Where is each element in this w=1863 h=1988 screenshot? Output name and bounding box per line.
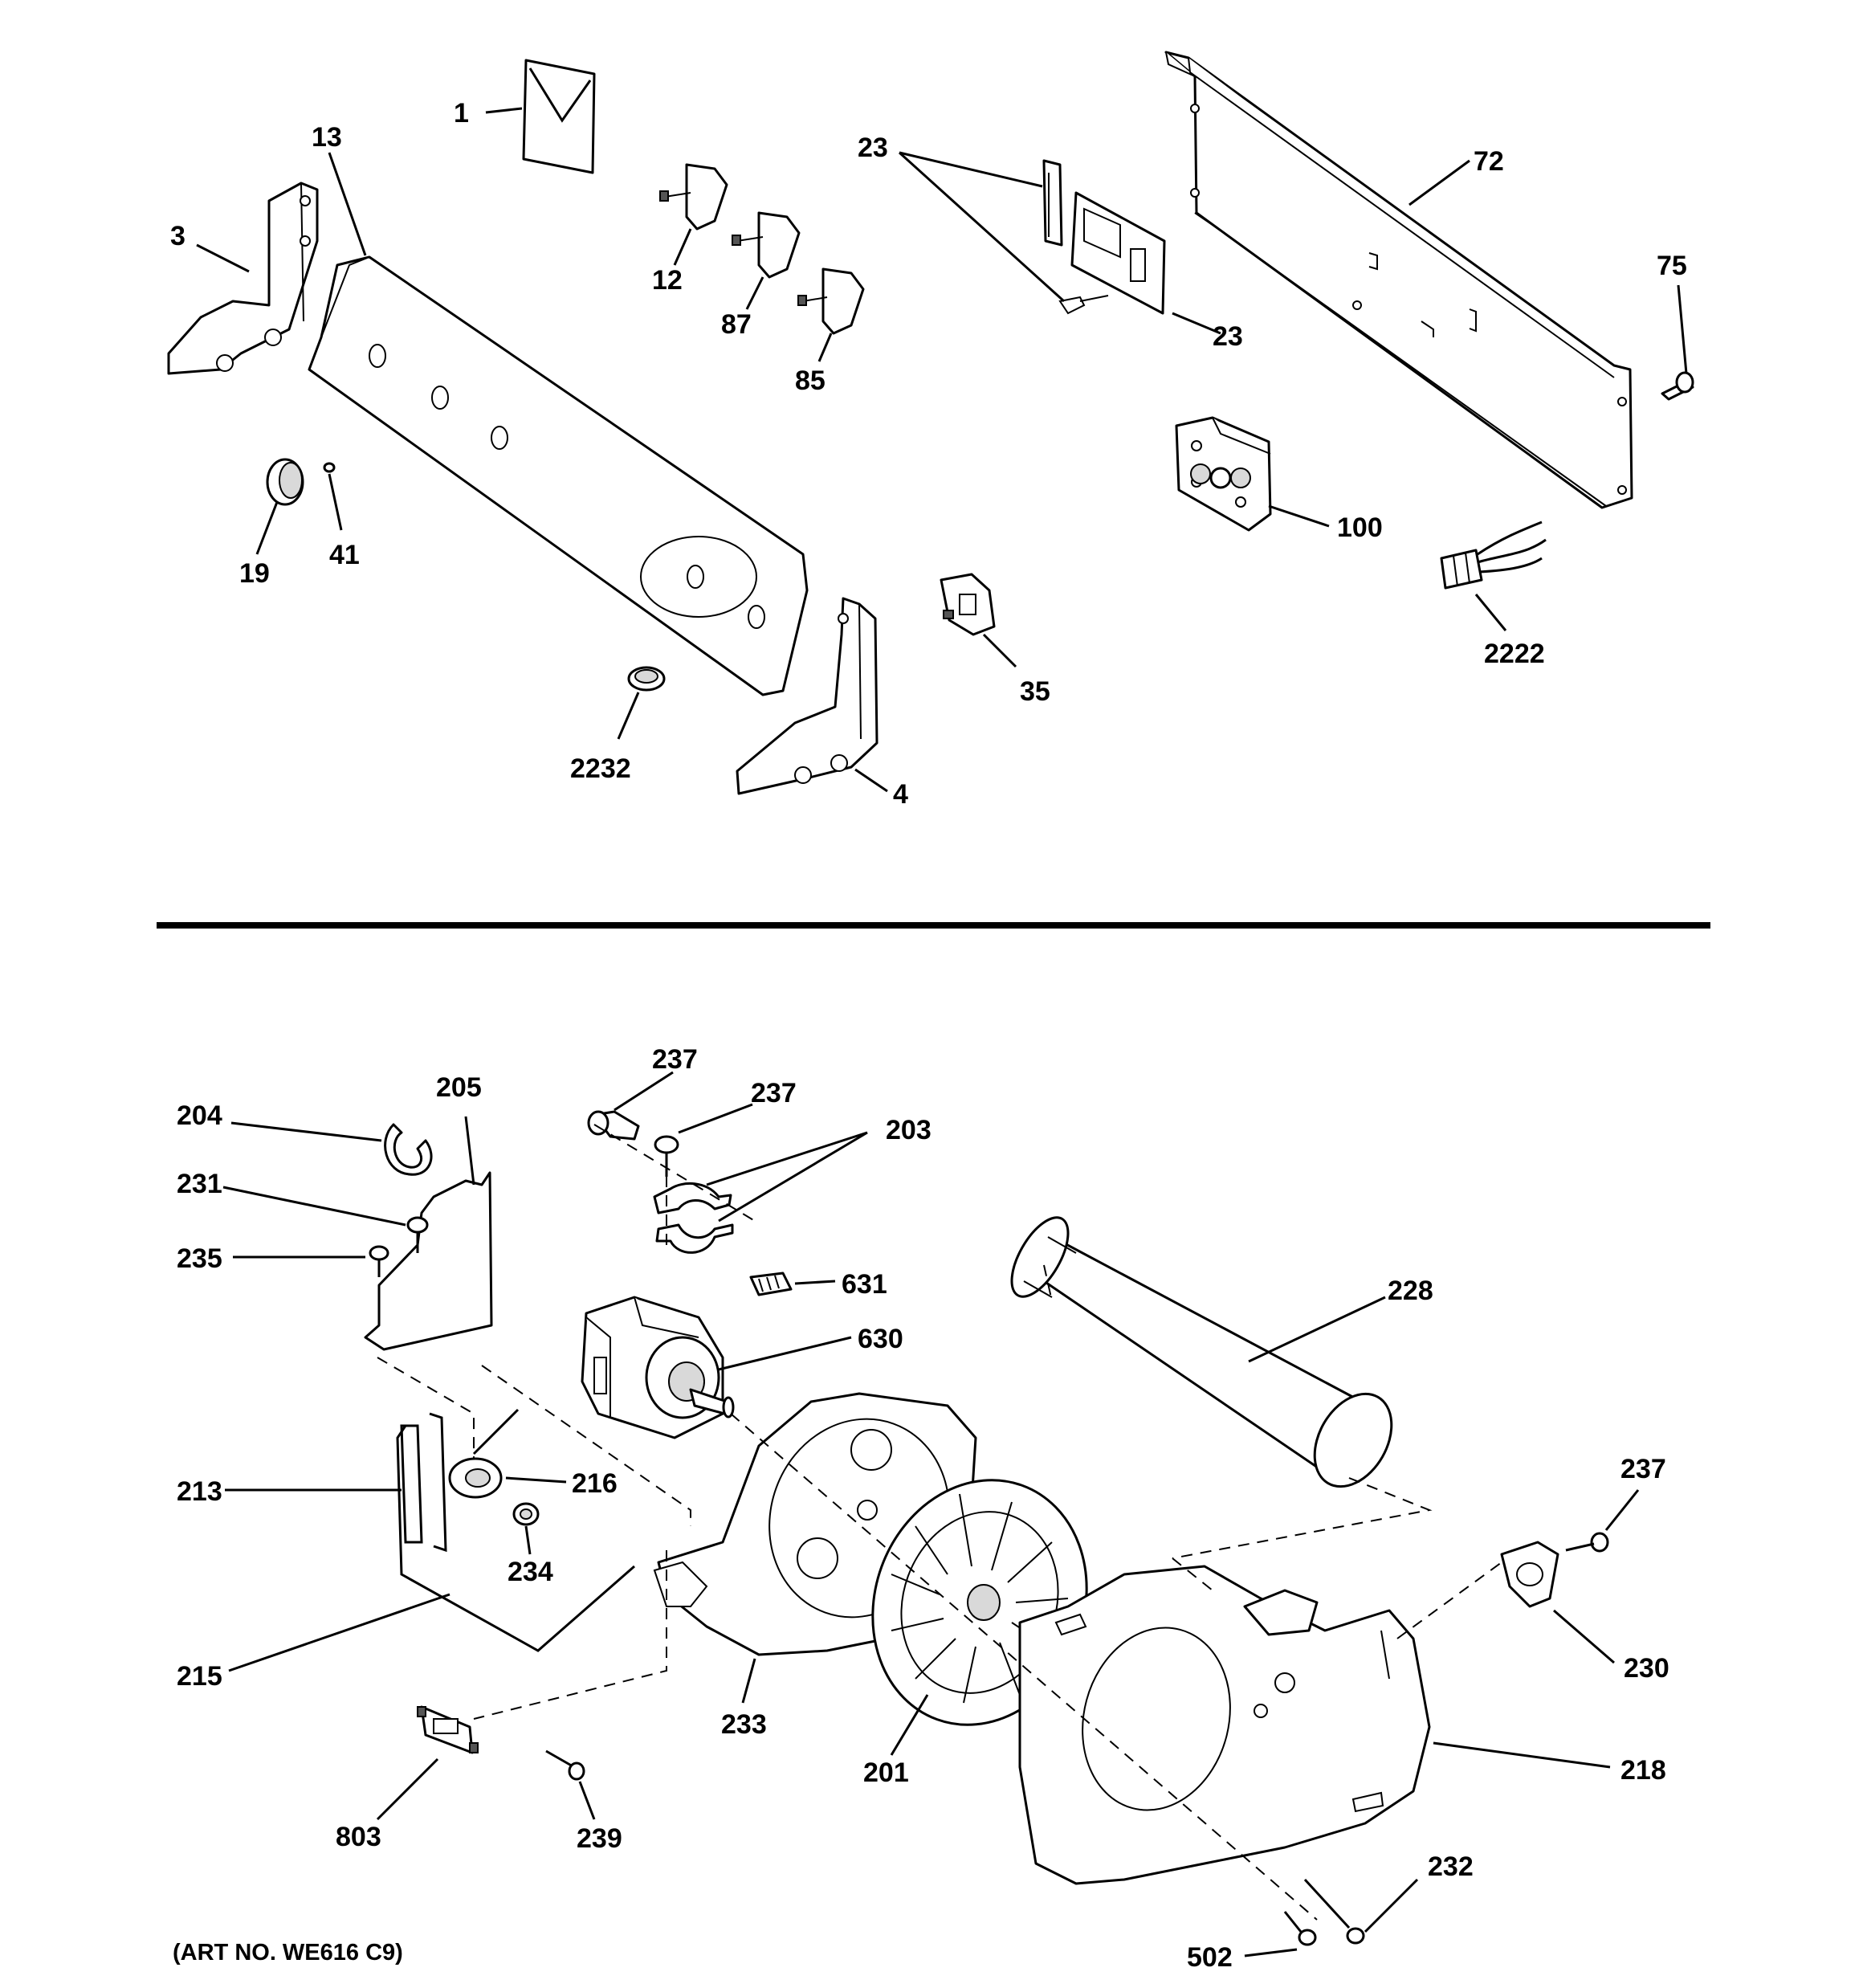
part-230-thermostat <box>1500 1541 1559 1608</box>
callout-502: 502 <box>1187 1942 1233 1973</box>
callout-232: 232 <box>1428 1851 1474 1882</box>
part-631-connector <box>749 1272 793 1296</box>
callout-4: 4 <box>893 779 908 810</box>
callout-235: 235 <box>177 1243 222 1274</box>
callout-215: 215 <box>177 1661 222 1692</box>
part-204-clip <box>384 1123 433 1176</box>
part-72-rear-panel <box>1164 51 1633 509</box>
callout-237-right: 237 <box>1620 1454 1666 1484</box>
callout-2232: 2232 <box>570 753 631 784</box>
callout-231: 231 <box>177 1169 222 1199</box>
callout-631: 631 <box>842 1269 887 1300</box>
part-203-clamps <box>653 1182 734 1254</box>
art-number: (ART NO. WE616 C9) <box>173 1940 403 1966</box>
part-228-duct <box>1010 1216 1393 1488</box>
callout-75: 75 <box>1657 251 1687 281</box>
callout-234: 234 <box>508 1557 553 1587</box>
callout-216: 216 <box>572 1468 618 1499</box>
callout-203: 203 <box>886 1115 932 1145</box>
callout-213: 213 <box>177 1476 222 1507</box>
part-237-screw-right <box>1565 1532 1609 1553</box>
part-23-board <box>1042 159 1166 315</box>
top-leader-lines <box>196 107 1688 793</box>
part-75-screw <box>1661 371 1694 401</box>
callout-204: 204 <box>177 1100 222 1131</box>
callout-19: 19 <box>239 558 270 589</box>
callout-803: 803 <box>336 1822 381 1852</box>
part-2232-plug <box>627 666 666 692</box>
callout-1: 1 <box>454 98 469 129</box>
part-237-bolt-upper <box>587 1110 640 1141</box>
callout-3: 3 <box>170 221 185 251</box>
part-35-switch <box>940 573 996 636</box>
callout-23-lower: 23 <box>1213 321 1243 352</box>
part-215-rod <box>396 1425 635 1652</box>
callout-239: 239 <box>577 1823 622 1854</box>
part-218-housing-front <box>1018 1565 1431 1885</box>
callout-13: 13 <box>312 122 342 153</box>
callout-2222: 2222 <box>1484 639 1545 669</box>
part-205-bracket <box>364 1171 493 1351</box>
callout-100: 100 <box>1337 512 1383 543</box>
callout-labels: 1 13 3 12 87 85 23 23 72 75 100 19 41 35… <box>170 98 1687 1973</box>
part-239-screw <box>545 1749 585 1781</box>
part-4-right-bracket <box>736 597 879 795</box>
callout-630: 630 <box>858 1324 903 1354</box>
callout-228: 228 <box>1388 1276 1433 1306</box>
part-12-switch <box>659 163 728 231</box>
callout-230: 230 <box>1624 1653 1669 1684</box>
callout-237-mid: 237 <box>751 1078 797 1108</box>
part-502-screw <box>1283 1911 1317 1946</box>
part-85-switch <box>797 267 865 335</box>
callout-233: 233 <box>721 1709 767 1740</box>
callout-72: 72 <box>1474 146 1504 177</box>
part-235-screw <box>369 1245 389 1277</box>
callout-23-upper: 23 <box>858 133 888 163</box>
part-2222-harness <box>1440 520 1547 590</box>
part-234-washer <box>512 1502 540 1526</box>
callout-201: 201 <box>863 1757 909 1788</box>
callout-205: 205 <box>436 1072 482 1103</box>
part-19-knob <box>266 458 304 506</box>
assembly-dashed-lines <box>377 1124 1502 1921</box>
callout-12: 12 <box>652 265 683 296</box>
part-87-switch <box>732 211 801 279</box>
callout-87: 87 <box>721 309 752 340</box>
callout-85: 85 <box>795 365 826 396</box>
part-803-switch <box>417 1705 479 1754</box>
callout-218: 218 <box>1620 1755 1666 1786</box>
part-232-screw <box>1303 1878 1365 1945</box>
callout-41: 41 <box>329 540 360 570</box>
part-41-clip <box>323 462 336 473</box>
part-100-timer <box>1175 416 1272 532</box>
part-630-motor <box>581 1296 735 1439</box>
callout-237-top: 237 <box>652 1044 698 1075</box>
bottom-leader-lines <box>222 1071 1640 1957</box>
part-231-screw <box>406 1216 429 1253</box>
callout-35: 35 <box>1020 676 1050 707</box>
part-216-idler-pulley <box>448 1408 520 1499</box>
part-13-control-panel <box>308 255 809 696</box>
part-3-left-bracket <box>167 182 319 375</box>
part-1-envelope <box>522 59 596 174</box>
part-213-belt <box>400 1412 447 1553</box>
